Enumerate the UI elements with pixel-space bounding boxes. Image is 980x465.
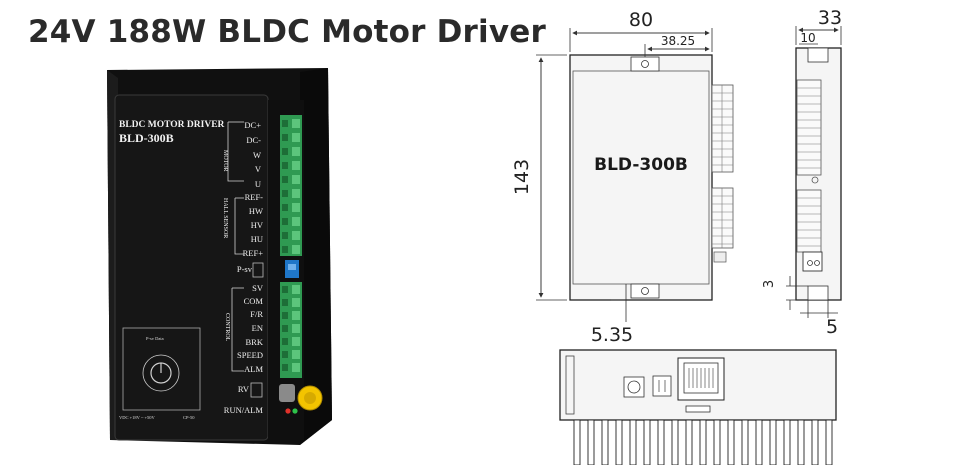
pot-label: P-sv	[237, 264, 253, 274]
terminal-label-alm: ALM	[244, 364, 263, 374]
dimension-depth-value: 33	[818, 7, 842, 29]
dimension-side-small-1	[786, 276, 808, 310]
dimension-height	[536, 54, 567, 301]
device-brand-line: BLDC MOTOR DRIVER	[119, 120, 225, 130]
terminal-label-hw: HW	[249, 206, 263, 216]
terminal-label-hu: HU	[251, 234, 263, 244]
dimension-depth	[795, 26, 842, 45]
dimension-hole-offset	[644, 44, 710, 57]
dimension-hole-margin	[611, 284, 627, 322]
dimension-hole-offset-value: 38.25	[661, 34, 695, 48]
dimension-side-small-2	[800, 300, 838, 318]
terminal-label-ref-plus: REF+	[243, 248, 264, 258]
group-label-control: CONTROL	[224, 313, 230, 342]
terminal-label-u: U	[255, 179, 261, 189]
terminal-label-speed: SPEED	[237, 350, 263, 360]
group-label-motor: MOTOR	[222, 150, 228, 172]
dial-outer-ring	[142, 354, 180, 392]
terminal-label-dc-plus: DC+	[244, 120, 261, 130]
terminal-block-lower	[280, 282, 302, 378]
dimension-height-value: 143	[511, 159, 533, 195]
cp-label: CP-50	[183, 415, 195, 420]
drawing-model-label: BLD-300B	[594, 155, 688, 175]
page-title: 24V 188W BLDC Motor Driver	[28, 14, 546, 50]
dimension-side-small-1-value: 3	[762, 280, 777, 288]
dimension-side-offset-value: 10	[800, 31, 815, 45]
terminal-label-brk: BRK	[246, 337, 264, 347]
dimension-width	[569, 28, 713, 52]
group-label-hall-sensor: HALL SENSOR	[222, 198, 228, 238]
drawing-bottom-view	[559, 349, 837, 465]
display-frame	[122, 327, 201, 411]
status-label: RUN/ALM	[224, 405, 264, 415]
pot-trimmer-icon	[252, 262, 264, 278]
dial-caption: P-sv Data	[146, 336, 164, 341]
terminal-label-ref-minus: REF-	[245, 192, 264, 202]
device-model-label: BLD-300B	[119, 131, 174, 145]
terminal-label-hv: HV	[251, 220, 264, 230]
drawing-side-view	[795, 47, 842, 301]
drawing-front-view	[569, 54, 734, 301]
rv-label: RV	[238, 384, 250, 394]
dimension-side-small-2-value: 5	[826, 316, 838, 338]
speed-knob-center	[304, 392, 316, 404]
dimension-width-value: 80	[629, 9, 653, 31]
dip-switch-lever	[288, 264, 296, 270]
rv-knob-metal-icon	[279, 384, 295, 402]
terminal-group-brackets	[227, 121, 244, 372]
terminal-label-sv: SV	[252, 283, 264, 293]
rv-trimmer-icon	[250, 382, 263, 398]
terminal-label-com: COM	[244, 296, 264, 306]
led-red-icon	[285, 408, 291, 414]
vdc-range-label: VDC +18V ~ +50V	[119, 415, 156, 420]
terminal-label-fr: F/R	[250, 309, 263, 319]
dimension-hole-margin-value: 5.35	[591, 324, 633, 346]
terminal-block-upper	[280, 115, 302, 256]
terminal-label-w: W	[253, 150, 261, 160]
led-green-icon	[292, 408, 298, 414]
terminal-label-v: V	[255, 164, 262, 174]
terminal-label-dc-minus: DC-	[246, 135, 261, 145]
terminal-label-en: EN	[252, 323, 263, 333]
